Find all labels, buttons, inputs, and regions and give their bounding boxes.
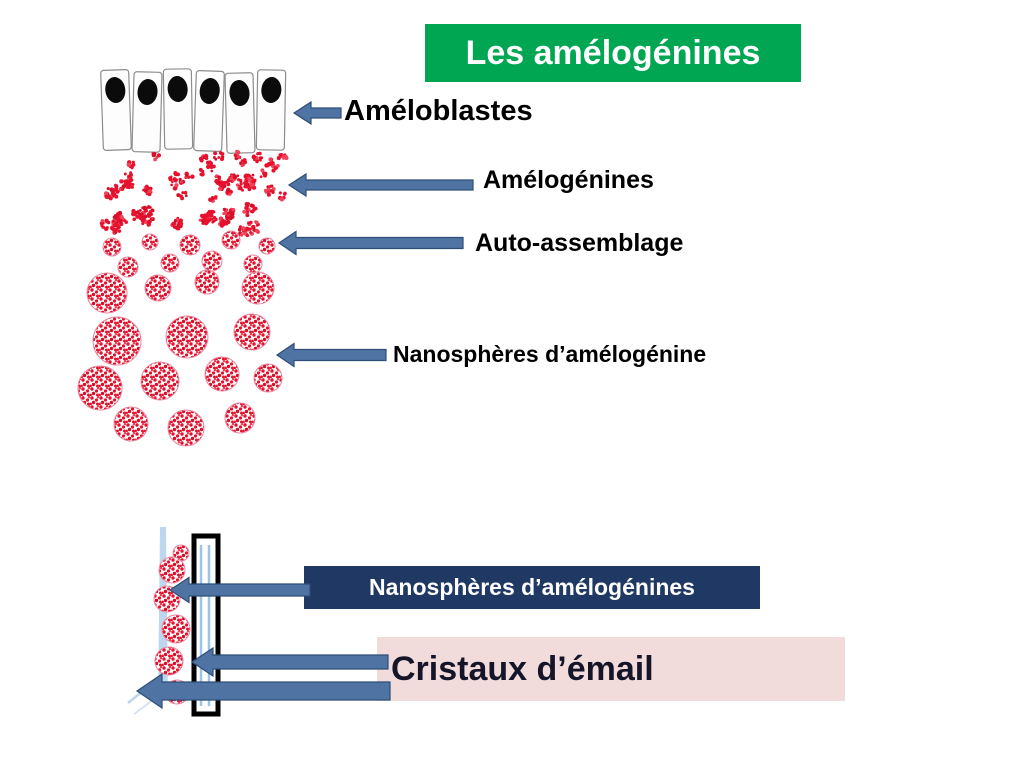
auto-assemblage-label: Auto-assemblage bbox=[475, 229, 684, 257]
ameloblast-cells-illustration bbox=[100, 68, 287, 154]
nanospheres-amelogenines-box: Nanosphères d’amélogénines bbox=[304, 566, 760, 609]
amelogenin-dots bbox=[99, 149, 289, 238]
nanospheres-illustration bbox=[77, 269, 283, 447]
amelogenines-label: Amélogénines bbox=[483, 166, 654, 194]
pointer-arrows bbox=[135, 100, 474, 710]
cristaux-email-box: Cristaux d’émail bbox=[377, 637, 845, 701]
cristaux-arrow-icon bbox=[190, 646, 389, 678]
amelogenin-medium-clusters bbox=[102, 230, 276, 278]
cristaux-email-label: Cristaux d’émail bbox=[391, 649, 654, 688]
slide-title: Les amélogénines bbox=[465, 33, 761, 72]
slide-title-banner: Les amélogénines bbox=[425, 24, 801, 82]
nanospheres-amelogenine-label: Nanosphères d’amélogénine bbox=[393, 341, 707, 367]
ameloblastes-arrow-icon bbox=[292, 100, 342, 126]
nanospheres-arrow-icon bbox=[275, 342, 387, 368]
bottom-thick-arrow-icon bbox=[135, 672, 391, 710]
auto-assemblage-arrow-icon bbox=[277, 230, 464, 256]
amelogenines-arrow-icon bbox=[287, 172, 474, 198]
ameloblastes-label: Améloblastes bbox=[344, 95, 533, 127]
enamel-crystal-illustration bbox=[127, 527, 221, 717]
nanospheres-amelogenines-label: Nanosphères d’amélogénines bbox=[369, 574, 695, 600]
nanospheres-box-arrow-icon bbox=[168, 576, 311, 604]
